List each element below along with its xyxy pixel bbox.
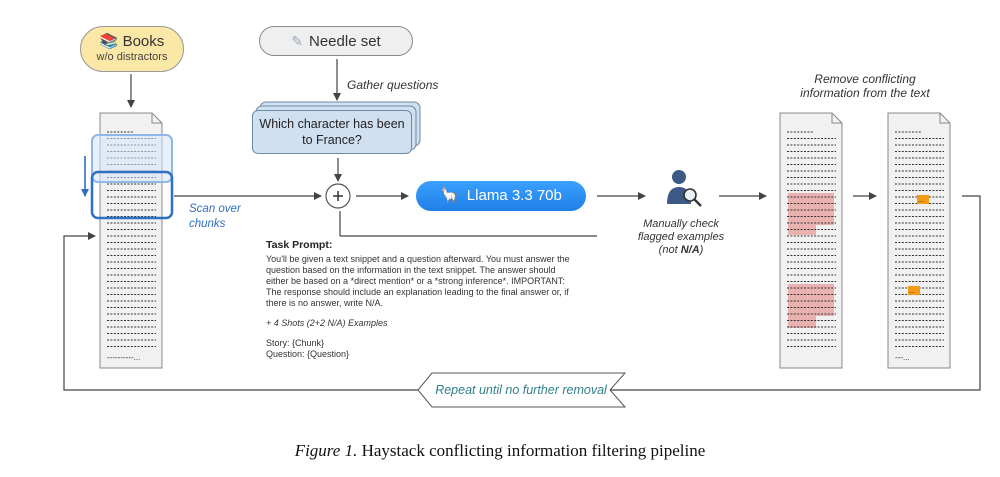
model-label: Llama 3.3 70b	[466, 187, 562, 204]
remove-conflicting-label: Remove conflicting information from the …	[790, 72, 940, 100]
question-line-2: to France?	[302, 133, 362, 147]
books-icon: 📚	[99, 33, 119, 50]
manual-check-label: Manually check flagged examples (not N/A…	[628, 218, 734, 257]
needle-set-pill: ✎ Needle set	[259, 26, 413, 56]
books-subtitle: w/o distractors	[96, 51, 168, 63]
combine-node	[325, 183, 351, 209]
question-line-1: Which character has been	[259, 117, 405, 131]
task-prompt-line-1: You'll be given a text snippet and a que…	[266, 254, 570, 264]
filtered-document: ... ...	[887, 112, 951, 369]
remove-label-line-1: Remove conflicting	[814, 72, 916, 86]
svg-text:...: ...	[909, 288, 915, 295]
manual-check-line-2: flagged examples	[637, 231, 725, 243]
gather-questions-label: Gather questions	[347, 78, 439, 92]
scan-window-previous	[91, 134, 173, 183]
books-title: Books	[122, 33, 165, 50]
task-prompt: Task Prompt: You'll be given a text snip…	[266, 240, 596, 360]
scan-window-current	[90, 170, 174, 220]
remove-label-line-2: information from the text	[800, 86, 930, 100]
needle-set-label: Needle set	[309, 33, 381, 50]
books-pill: 📚 Books w/o distractors	[80, 26, 184, 72]
flagged-document	[779, 112, 843, 369]
needle-icon: ✎	[291, 33, 303, 49]
task-prompt-question: Question: {Question}	[266, 349, 350, 359]
doc3-end-text: ---...	[895, 353, 910, 362]
repeat-label: Repeat until no further removal	[435, 383, 607, 397]
repeat-banner	[417, 372, 627, 408]
task-prompt-line-4: The response should include an explanati…	[266, 287, 569, 297]
removed-marker-2	[908, 286, 920, 295]
figure-caption: Figure 1. Haystack conflicting informati…	[0, 441, 1000, 461]
task-prompt-shots: + 4 Shots (2+2 N/A) Examples	[266, 318, 388, 328]
manual-check-line-1: Manually check	[643, 218, 719, 230]
removed-marker-1	[917, 195, 929, 204]
task-prompt-line-5: there is no answer, write N/A.	[266, 298, 384, 308]
question-card: Which character has been to France?	[252, 110, 412, 154]
svg-text:...: ...	[918, 197, 924, 204]
task-prompt-story: Story: {Chunk}	[266, 338, 325, 348]
scan-label-line-1: Scan over	[189, 203, 241, 215]
model-button: 🦙 Llama 3.3 70b	[416, 181, 586, 211]
manual-check-line-3: (not N/A)	[658, 244, 704, 256]
llama-icon: 🦙	[440, 187, 459, 204]
caption-figure-number: Figure 1.	[294, 441, 358, 460]
caption-text: Haystack conflicting information filteri…	[357, 441, 706, 460]
task-prompt-line-2: question based on the information in the…	[266, 265, 556, 275]
task-prompt-header: Task Prompt:	[266, 239, 333, 251]
scan-label: Scan over chunks	[189, 202, 241, 232]
task-prompt-line-3: either be based on a *direct mention* or…	[266, 276, 565, 286]
scan-label-line-2: chunks	[189, 218, 226, 230]
person-magnifier-icon	[667, 170, 702, 207]
doc1-end-text: ----------...	[107, 353, 140, 362]
